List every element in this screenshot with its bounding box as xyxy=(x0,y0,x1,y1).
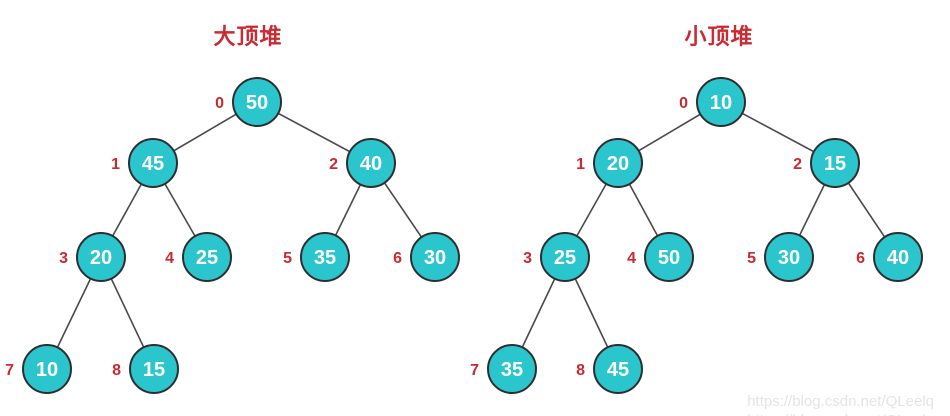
heap-node-index: 1 xyxy=(576,156,585,173)
heap-node-circle xyxy=(593,344,643,394)
heap-node-index: 2 xyxy=(793,156,802,173)
heap-node-value: 35 xyxy=(314,247,336,269)
min-heap-node-0: 10 0 xyxy=(679,77,746,127)
heap-node-index: 8 xyxy=(576,362,585,379)
heap-node-circle xyxy=(593,138,643,188)
min-heap-node-3: 25 3 xyxy=(523,232,590,282)
heap-node-circle xyxy=(696,77,746,127)
min-heap-node-7: 35 7 xyxy=(470,344,537,394)
heap-node-value: 20 xyxy=(90,247,112,269)
heap-node-circle xyxy=(410,232,460,282)
heap-node-value: 45 xyxy=(142,153,164,175)
heap-node-circle xyxy=(540,232,590,282)
min-heap-node-2: 15 2 xyxy=(793,138,860,188)
heap-node-circle xyxy=(810,138,860,188)
heap-node-circle xyxy=(129,344,179,394)
max-heap-node-1: 45 1 xyxy=(111,138,178,188)
max-heap-node-7: 10 7 xyxy=(5,344,72,394)
heap-node-index: 1 xyxy=(111,156,120,173)
heap-node-circle xyxy=(76,232,126,282)
heap-node-value: 15 xyxy=(824,153,846,175)
heap-node-value: 10 xyxy=(710,92,732,114)
max-heap-node-4: 25 4 xyxy=(165,232,232,282)
max-heap-title: 大顶堆 xyxy=(213,24,283,49)
max-heap-node-5: 35 5 xyxy=(283,232,350,282)
heap-node-circle xyxy=(22,344,72,394)
min-heap-node-1: 20 1 xyxy=(576,138,643,188)
max-heap-node-6: 30 6 xyxy=(393,232,460,282)
heap-node-circle xyxy=(873,232,923,282)
heap-node-index: 4 xyxy=(627,250,636,267)
heap-node-value: 35 xyxy=(501,359,523,381)
heap-node-value: 30 xyxy=(424,247,446,269)
heap-node-circle xyxy=(644,232,694,282)
heap-node-value: 10 xyxy=(36,359,58,381)
heap-node-value: 40 xyxy=(360,153,382,175)
max-heap-node-0: 50 0 xyxy=(215,77,282,127)
min-heap-node-6: 40 6 xyxy=(856,232,923,282)
heap-node-index: 6 xyxy=(856,250,865,267)
heap-node-circle xyxy=(300,232,350,282)
max-heap-node-8: 15 8 xyxy=(112,344,179,394)
heap-node-value: 50 xyxy=(658,247,680,269)
heap-node-value: 45 xyxy=(607,359,629,381)
min-heap-node-5: 30 5 xyxy=(747,232,814,282)
heap-node-circle xyxy=(487,344,537,394)
heap-node-circle xyxy=(128,138,178,188)
heap-node-index: 0 xyxy=(679,95,688,112)
heap-node-circle xyxy=(346,138,396,188)
heap-node-circle xyxy=(232,77,282,127)
heap-node-circle xyxy=(182,232,232,282)
heap-node-value: 25 xyxy=(554,247,576,269)
heap-node-index: 7 xyxy=(470,362,479,379)
heap-node-value: 50 xyxy=(246,92,268,114)
max-heap-node-2: 40 2 xyxy=(329,138,396,188)
min-heap-node-8: 45 8 xyxy=(576,344,643,394)
heap-node-index: 0 xyxy=(215,95,224,112)
heap-node-index: 5 xyxy=(747,250,756,267)
heap-node-index: 6 xyxy=(393,250,402,267)
heap-node-index: 2 xyxy=(329,156,338,173)
heap-node-value: 30 xyxy=(778,247,800,269)
min-heap-title: 小顶堆 xyxy=(684,24,754,49)
min-heap-node-4: 50 4 xyxy=(627,232,694,282)
heap-node-index: 4 xyxy=(165,250,174,267)
heap-node-index: 5 xyxy=(283,250,292,267)
heap-node-value: 40 xyxy=(887,247,909,269)
heap-node-index: 3 xyxy=(59,250,68,267)
heap-node-index: 3 xyxy=(523,250,532,267)
heap-node-circle xyxy=(764,232,814,282)
heap-node-value: 15 xyxy=(143,359,165,381)
heap-node-value: 20 xyxy=(607,153,629,175)
heap-node-index: 8 xyxy=(112,362,121,379)
heap-node-index: 7 xyxy=(5,362,14,379)
heap-node-value: 25 xyxy=(196,247,218,269)
max-heap-node-3: 20 3 xyxy=(59,232,126,282)
